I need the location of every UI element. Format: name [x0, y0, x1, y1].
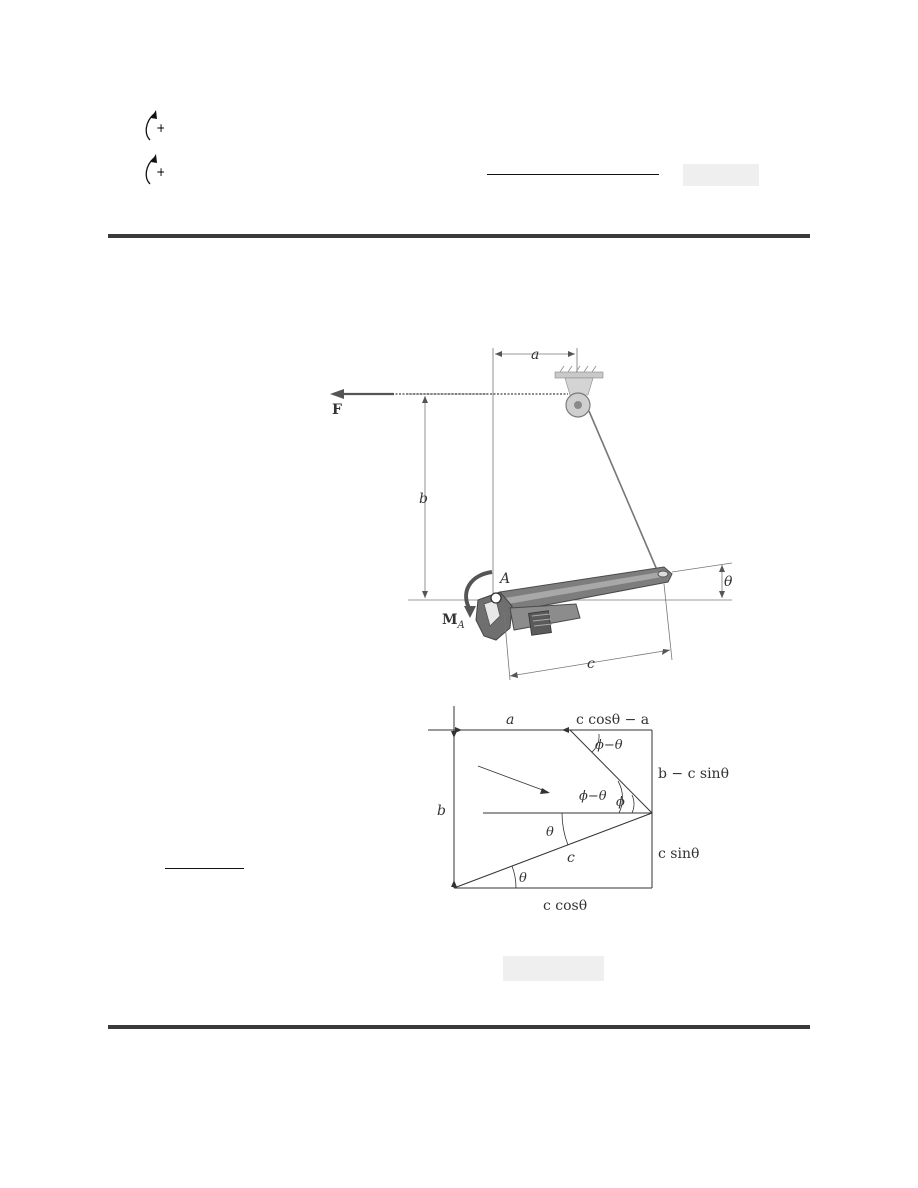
moment-sign: + [156, 121, 164, 135]
top-a-label: a [506, 712, 514, 728]
angle-phi-minus-theta-top: ϕ−θ [595, 738, 623, 753]
moment-label: M [442, 612, 458, 628]
hypotenuse-c-label: c [567, 850, 575, 866]
theta-mid-label: θ [546, 825, 554, 840]
angle-phi-minus-theta-mid: ϕ−θ [579, 789, 607, 804]
top-right-label: c cosθ − a [576, 712, 649, 728]
left-b-label: b [437, 803, 446, 819]
redacted-answer [683, 164, 759, 186]
fraction-line [487, 174, 659, 175]
angle-theta-label: θ [724, 574, 733, 590]
point-a-label: A [498, 571, 510, 587]
fraction-line [165, 868, 244, 869]
dimension-a-label: a [531, 347, 539, 363]
moment-sign: + [156, 165, 164, 179]
wrench-figure: a F b A MA θ c [330, 347, 733, 681]
moment-subscript: A [457, 620, 465, 631]
dimension-b-label: b [419, 491, 428, 507]
force-label: F [332, 402, 342, 418]
right-upper-label: b − c sinθ [658, 766, 729, 782]
dimension-c-label: c [587, 656, 595, 672]
counterclockwise-moment-icon: + [145, 110, 164, 141]
section-divider [108, 234, 810, 238]
bottom-label: c cosθ [543, 898, 587, 914]
right-lower-label: c sinθ [658, 846, 699, 862]
svg-text:MA: MA [442, 612, 465, 631]
geometry-diagram: a c cosθ − a ϕ−θ ϕ−θ ϕ b − c sinθ b θ c … [428, 706, 729, 914]
section-divider [108, 1025, 810, 1029]
angle-phi-label: ϕ [616, 795, 625, 810]
redacted-answer [503, 956, 604, 981]
theta-bottom-label: θ [519, 871, 527, 886]
point-a-marker [490, 592, 502, 604]
counterclockwise-moment-icon: + [145, 154, 164, 185]
